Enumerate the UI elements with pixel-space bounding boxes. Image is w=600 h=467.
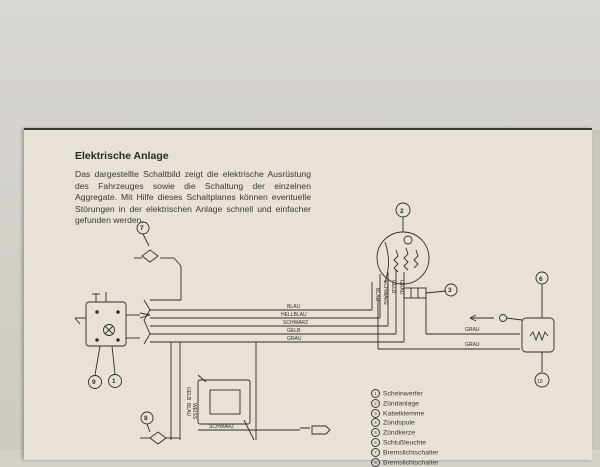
intro-paragraph: Das dargestellte Schaltbild zeigt die el… [75,169,311,225]
vertical-label-schwarz: SCHWARZ [382,280,388,305]
callout-6: 6 [539,276,543,283]
tail-light-unit [469,271,555,388]
callout-8: 8 [144,415,148,422]
headlight-unit [74,292,151,347]
ignition-unit [371,202,430,342]
lower-label-weiss: WEISS [191,403,197,420]
callout-7: 7 [140,225,144,232]
wire-label-schwarz: SCHWARZ [283,320,308,326]
headlight-callouts [88,345,122,389]
wire-label-grau-right-2: GRAU [465,342,480,348]
wire-label-grau-right-1: GRAU [465,327,480,333]
vertical-label-blau: BLAU [374,288,380,301]
section-heading: Elektrische Anlage [75,150,169,162]
vertical-label-gelb: GELB [390,280,396,294]
brake-switch-top [134,221,182,301]
ignition-coil-section [140,342,331,445]
lower-label-blau: BLAU [185,403,191,416]
vertical-label-grau: GRAU [398,280,404,295]
manual-page [24,128,592,460]
wire-label-blau: BLAU [287,304,300,310]
wire-label-hellblau: HELLBLAU [281,312,307,318]
wire-label-gelb: GELB [287,328,301,334]
wire-label-grau: GRAU [287,336,302,342]
main-harness [143,299,404,345]
terminal-block [377,283,520,350]
callout-1: 1 [112,378,116,385]
callout-9: 9 [92,379,96,386]
wiring-diagram: BLAU HELLBLAU SCHWARZ GELB GRAU 7 2 BLAU… [74,202,555,445]
callout-10: 10 [537,379,543,385]
callout-3: 3 [448,287,452,294]
lower-label-schwarz: SCHWARZ [209,424,234,430]
lower-label-gelb: GELB [185,387,191,401]
callout-2: 2 [400,208,404,215]
